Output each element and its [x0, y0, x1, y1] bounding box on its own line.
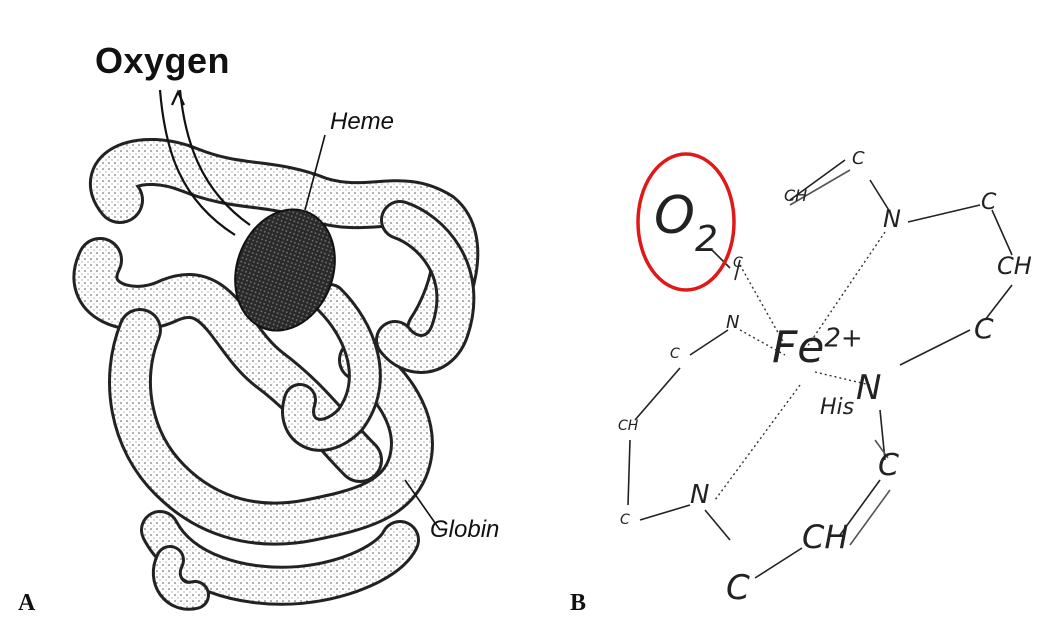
- globin-label: Globin: [430, 516, 499, 544]
- heme-label: Heme: [330, 108, 394, 136]
- oxygen-label: Oxygen: [95, 40, 230, 82]
- panel-b-letter: B: [570, 590, 586, 617]
- atom-n-bottom: N: [690, 480, 709, 510]
- panel-a: Oxygen Heme Globin A: [0, 0, 540, 639]
- atom-c-bottomleft: C: [620, 512, 630, 528]
- atom-n-right: N: [856, 368, 881, 408]
- atom-ch-top: CH: [784, 186, 807, 205]
- fe-label: Fe2+: [772, 322, 863, 373]
- atom-n-top: N: [883, 205, 901, 233]
- atom-c-bottom: C: [726, 568, 750, 608]
- atom-ch-bottom: CH: [802, 518, 848, 556]
- atom-c-left: C: [670, 346, 680, 362]
- atom-ch-left: CH: [618, 418, 638, 434]
- atom-c-right2: C: [974, 312, 994, 345]
- atom-n-left: N: [726, 312, 739, 333]
- panel-b: O2 Fe2+ His C CH N C CH C C N C CH C N C…: [540, 0, 1039, 639]
- heme-structure: [540, 0, 1039, 639]
- panel-a-letter: A: [18, 590, 35, 617]
- atom-ch-right: CH: [997, 252, 1032, 280]
- atom-c-o2: C: [733, 255, 743, 271]
- atom-c-his: C: [878, 448, 899, 483]
- his-label: His: [820, 395, 854, 420]
- atom-c-topright: C: [981, 190, 996, 215]
- o2-label: O2: [654, 186, 718, 246]
- atom-c-top: C: [852, 148, 865, 169]
